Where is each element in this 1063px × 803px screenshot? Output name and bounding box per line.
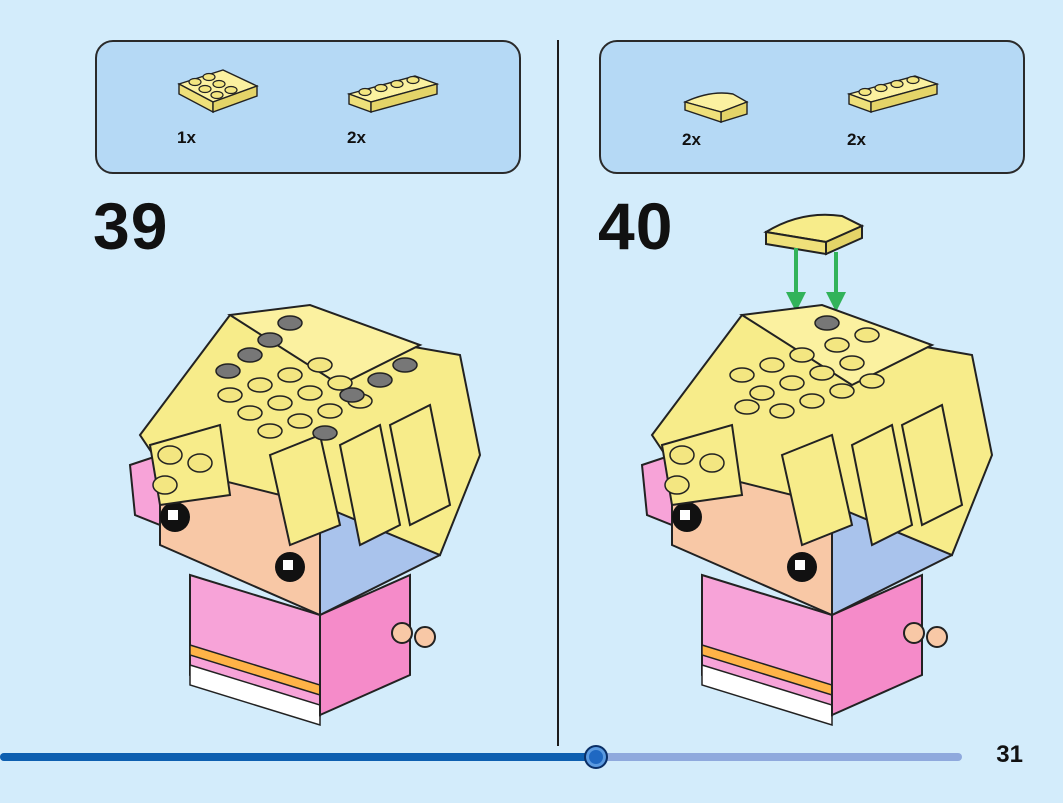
progress-bar xyxy=(0,745,962,769)
brickheadz-model-illustration xyxy=(640,303,994,727)
yellow-1x4-plate-icon xyxy=(846,75,940,113)
arrow-down-icon xyxy=(786,248,846,312)
part-quantity: 1x xyxy=(177,128,196,147)
step-39-panel: 1x 2x 39 xyxy=(0,0,531,745)
yellow-curved-slope-icon xyxy=(682,92,749,123)
parts-callout-box: 1x 2x xyxy=(95,40,521,174)
step-number: 40 xyxy=(598,189,674,263)
step-40-panel: 2x 2x 40 xyxy=(532,0,1063,745)
curved-slope-placement-illustration xyxy=(763,213,865,312)
part-quantity: 2x xyxy=(682,130,701,149)
page-number: 31 xyxy=(996,741,1023,768)
yellow-2x3-plate-icon xyxy=(177,69,259,114)
part-quantity: 2x xyxy=(847,130,866,149)
progress-knob xyxy=(584,745,609,769)
yellow-1x4-plate-icon xyxy=(346,75,440,113)
brickheadz-model-illustration xyxy=(128,303,482,727)
part-quantity: 2x xyxy=(347,128,366,147)
progress-fill xyxy=(0,753,597,761)
step-number: 39 xyxy=(93,189,169,263)
parts-callout-box: 2x 2x xyxy=(599,40,1025,174)
step-divider xyxy=(557,40,559,746)
